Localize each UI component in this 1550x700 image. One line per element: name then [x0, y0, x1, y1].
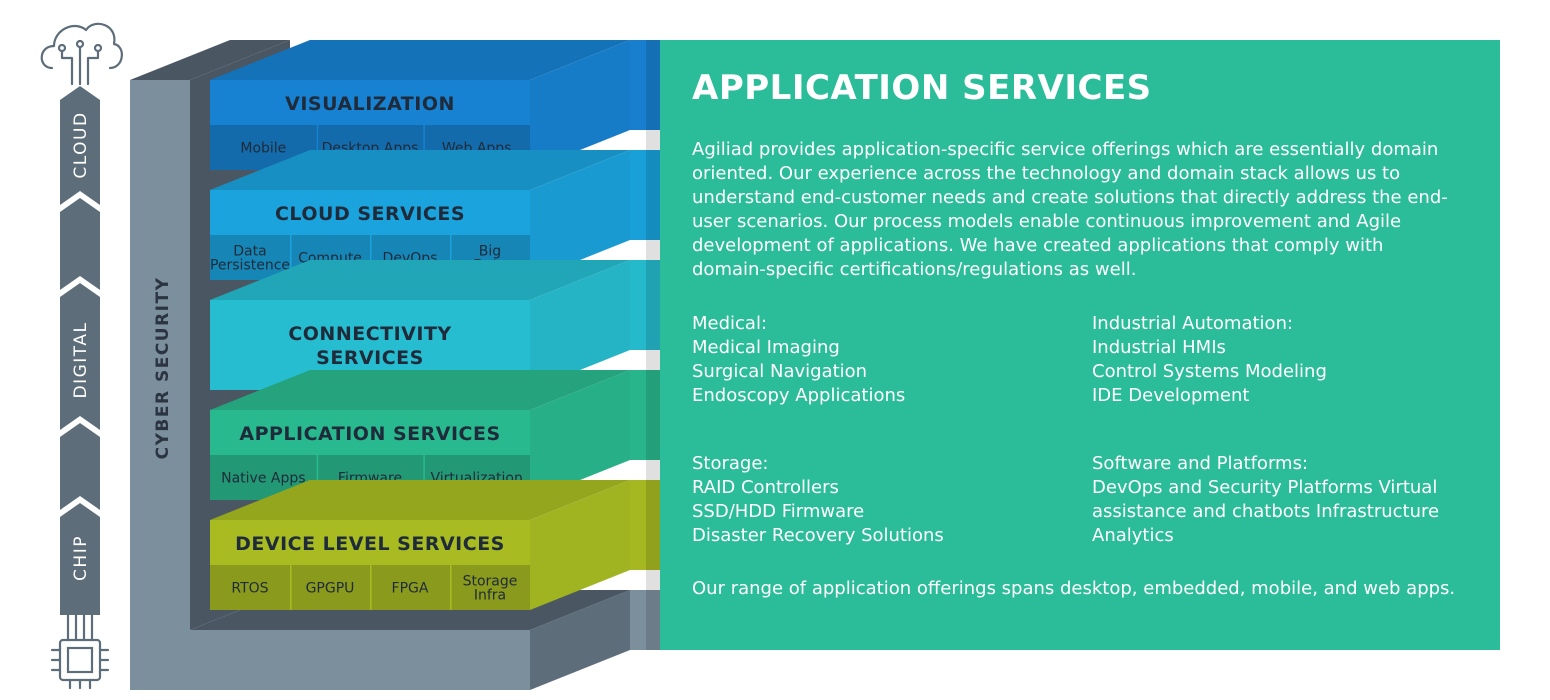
- group-item: RAID Controllers: [692, 477, 839, 498]
- side-label-cloud: CLOUD: [71, 111, 91, 178]
- layer-cell-label: RTOS: [231, 581, 268, 597]
- layer-connector: [630, 150, 660, 240]
- group-item: Industrial HMIs: [1092, 337, 1226, 358]
- group-heading: Software and Platforms:: [1092, 453, 1309, 474]
- layer-top-face: [210, 480, 630, 520]
- layer-top-face: [210, 150, 630, 190]
- layer-top-face: [210, 40, 630, 80]
- level-segment-cloud: [60, 86, 100, 205]
- group-heading: Storage:: [692, 453, 769, 474]
- group-software-platforms: Software and Platforms: DevOps and Secur…: [1092, 452, 1472, 548]
- microchip-icon: [50, 613, 110, 690]
- group-item: Control Systems Modeling: [1092, 361, 1327, 382]
- frame-right-edge: [630, 590, 660, 650]
- group-item: SSD/HDD Firmware: [692, 501, 865, 522]
- level-segment-digital: [60, 198, 100, 290]
- cyber-security-label: CYBER SECURITY: [153, 277, 173, 460]
- side-label-chip: CHIP: [71, 535, 91, 581]
- level-segment-digital-lower: [60, 283, 100, 430]
- group-item: Disaster Recovery Solutions: [692, 525, 944, 546]
- side-label-digital: DIGITAL: [71, 322, 91, 399]
- layer-cell-label: Persistence: [210, 258, 290, 274]
- layer-cell-label: Big: [479, 244, 501, 260]
- layer-side-face: [530, 150, 630, 280]
- layer-connector: [630, 260, 660, 350]
- layer-connector: [630, 40, 660, 130]
- group-heading: Medical:: [692, 313, 768, 334]
- layer-side-face: [530, 260, 630, 390]
- layer-side-face: [530, 480, 630, 610]
- group-item: assistance and chatbots Infrastructure: [1092, 501, 1440, 522]
- layer-title: DEVICE LEVEL SERVICES: [235, 533, 505, 555]
- group-item: Surgical Navigation: [692, 361, 868, 382]
- layer-cell-label: FPGA: [392, 581, 429, 597]
- layer-connector: [630, 480, 660, 570]
- layer-cell: [210, 565, 290, 610]
- layer-cell: [291, 565, 370, 610]
- frame-base-front: [130, 630, 530, 690]
- group-medical: Medical: Medical Imaging Surgical Naviga…: [692, 312, 1072, 408]
- layer-cell: [210, 235, 290, 280]
- group-industrial-automation: Industrial Automation: Industrial HMIs C…: [1092, 312, 1472, 408]
- layer-side-face: [530, 370, 630, 500]
- layer-connector: [630, 370, 660, 460]
- frame-top: [130, 40, 290, 80]
- layer-title: CLOUD SERVICES: [275, 203, 465, 225]
- group-storage: Storage: RAID Controllers SSD/HDD Firmwa…: [692, 452, 1072, 548]
- stack-level-bar: CLOUD DIGITAL CHIP: [60, 86, 100, 615]
- layer-side-face: [530, 40, 630, 170]
- cloud-circuit-icon: [40, 22, 123, 86]
- frame-base-side: [530, 590, 630, 690]
- group-heading: Industrial Automation:: [1092, 313, 1294, 334]
- layer-title: CONNECTIVITY: [288, 323, 451, 345]
- layer-cell-label: Mobile: [240, 141, 286, 157]
- panel-footer: Our range of application offerings spans…: [692, 578, 1456, 599]
- group-item: Analytics: [1092, 525, 1174, 546]
- layer-cell: [451, 565, 530, 610]
- layer-title: SERVICES: [316, 347, 424, 369]
- layer-top-face: [210, 370, 630, 410]
- layer-device[interactable]: DEVICE LEVEL SERVICES RTOS GPGPU FPGA Storag…: [210, 480, 660, 610]
- panel-title: APPLICATION SERVICES: [692, 68, 1152, 108]
- panel-edge-shadow: [646, 40, 660, 650]
- layer-cell-label: Storage: [463, 574, 518, 590]
- group-item: IDE Development: [1092, 385, 1250, 406]
- detail-panel: APPLICATION SERVICES Agiliad provides ap…: [660, 40, 1500, 650]
- level-segment-chip-lower: [60, 503, 100, 615]
- panel-intro: Agiliad provides application-specific se…: [692, 139, 1448, 280]
- group-item: DevOps and Security Platforms Virtual: [1092, 477, 1438, 498]
- layer-cell: [371, 565, 450, 610]
- group-item: Endoscopy Applications: [692, 385, 906, 406]
- layer-title: APPLICATION SERVICES: [239, 423, 500, 445]
- frame-left-face: [130, 80, 190, 630]
- layer-title: VISUALIZATION: [285, 93, 455, 115]
- group-item: Medical Imaging: [692, 337, 840, 358]
- level-segment-chip: [60, 423, 100, 510]
- layer-cell-label: Infra: [474, 588, 506, 604]
- layer-cell-label: Native Apps: [221, 471, 305, 487]
- layer-cell-label: GPGPU: [306, 581, 355, 597]
- layer-cell-label: Data: [233, 244, 266, 260]
- layer-top-face: [210, 260, 630, 300]
